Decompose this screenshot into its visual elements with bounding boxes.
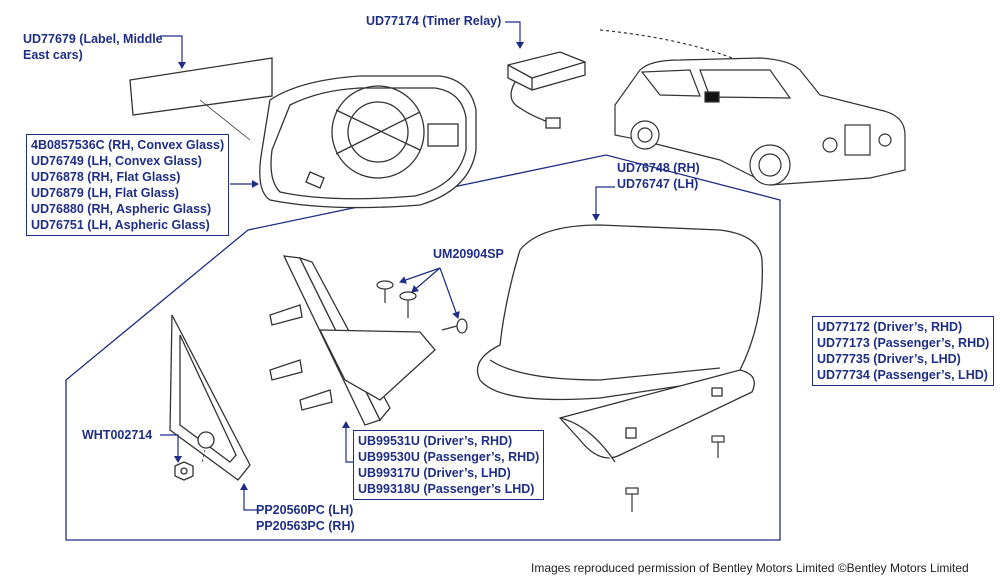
callout-line: UD77173 (Passenger’s, RHD) (817, 336, 990, 350)
callout-line: UD76748 (RH) (617, 161, 700, 175)
timer-relay-part (507, 51, 586, 129)
callout-line: East cars) (23, 48, 83, 62)
callout-line: UD76878 (RH, Flat Glass) (31, 170, 181, 184)
middle-east-label-part (129, 57, 273, 141)
callout-line: UB99531U (Driver’s, RHD) (358, 434, 513, 448)
callout-middle-east-label: UD77679 (Label, Middle East cars) (23, 31, 163, 63)
callout-line: 4B0857536C (RH, Convex Glass) (31, 138, 225, 152)
callout-line: WHT002714 (82, 428, 153, 442)
callout-line: UD76879 (LH, Flat Glass) (31, 186, 179, 200)
callout-timer-relay: UD77174 (Timer Relay) (366, 13, 501, 29)
callout-mirror-glass: 4B0857536C (RH, Convex Glass) UD76749 (L… (26, 134, 230, 236)
car-illustration (599, 29, 906, 186)
callout-line: UD76751 (LH, Aspheric Glass) (31, 218, 210, 232)
screws-part (376, 280, 468, 334)
gasket-part (169, 314, 251, 481)
nut-part (174, 461, 194, 481)
callout-line: UD77174 (Timer Relay) (366, 14, 502, 28)
base-screw-part (625, 435, 725, 512)
callout-line: UD77172 (Driver’s, RHD) (817, 320, 963, 334)
callout-mirror-cover: UD76748 (RH) UD76747 (LH) (617, 160, 700, 192)
callout-line: PP20563PC (RH) (256, 519, 355, 533)
copyright-credit: Images reproduced permission of Bentley … (531, 561, 969, 575)
callout-line: UD77735 (Driver’s, LHD) (817, 352, 961, 366)
callout-gasket: PP20560PC (LH) PP20563PC (RH) (256, 502, 355, 534)
motor-base-part (269, 255, 436, 426)
callout-line: UD76749 (LH, Convex Glass) (31, 154, 202, 168)
callout-line: UD76880 (RH, Aspheric Glass) (31, 202, 212, 216)
callout-screws: UM20904SP (433, 246, 504, 262)
mirror-base-part (558, 369, 755, 463)
callout-line: PP20560PC (LH) (256, 503, 354, 517)
callout-nut: WHT002714 (82, 427, 152, 443)
callout-line: UB99318U (Passenger’s LHD) (358, 482, 535, 496)
callout-line: UD76747 (LH) (617, 177, 699, 191)
mirror-glass-part (259, 75, 477, 209)
mirror-cover-part (476, 224, 763, 401)
callout-leaders (160, 21, 615, 511)
callout-line: UD77734 (Passenger’s, LHD) (817, 368, 988, 382)
callout-line: UD77679 (Label, Middle (23, 32, 163, 46)
callout-mirror-assembly: UD77172 (Driver’s, RHD) UD77173 (Passeng… (812, 316, 995, 386)
callout-line: UB99317U (Driver’s, LHD) (358, 466, 511, 480)
callout-line: UB99530U (Passenger’s, RHD) (358, 450, 540, 464)
callout-motor-base: UB99531U (Driver’s, RHD) UB99530U (Passe… (353, 430, 545, 500)
callout-line: UM20904SP (433, 247, 504, 261)
assembly-frame (65, 154, 781, 541)
